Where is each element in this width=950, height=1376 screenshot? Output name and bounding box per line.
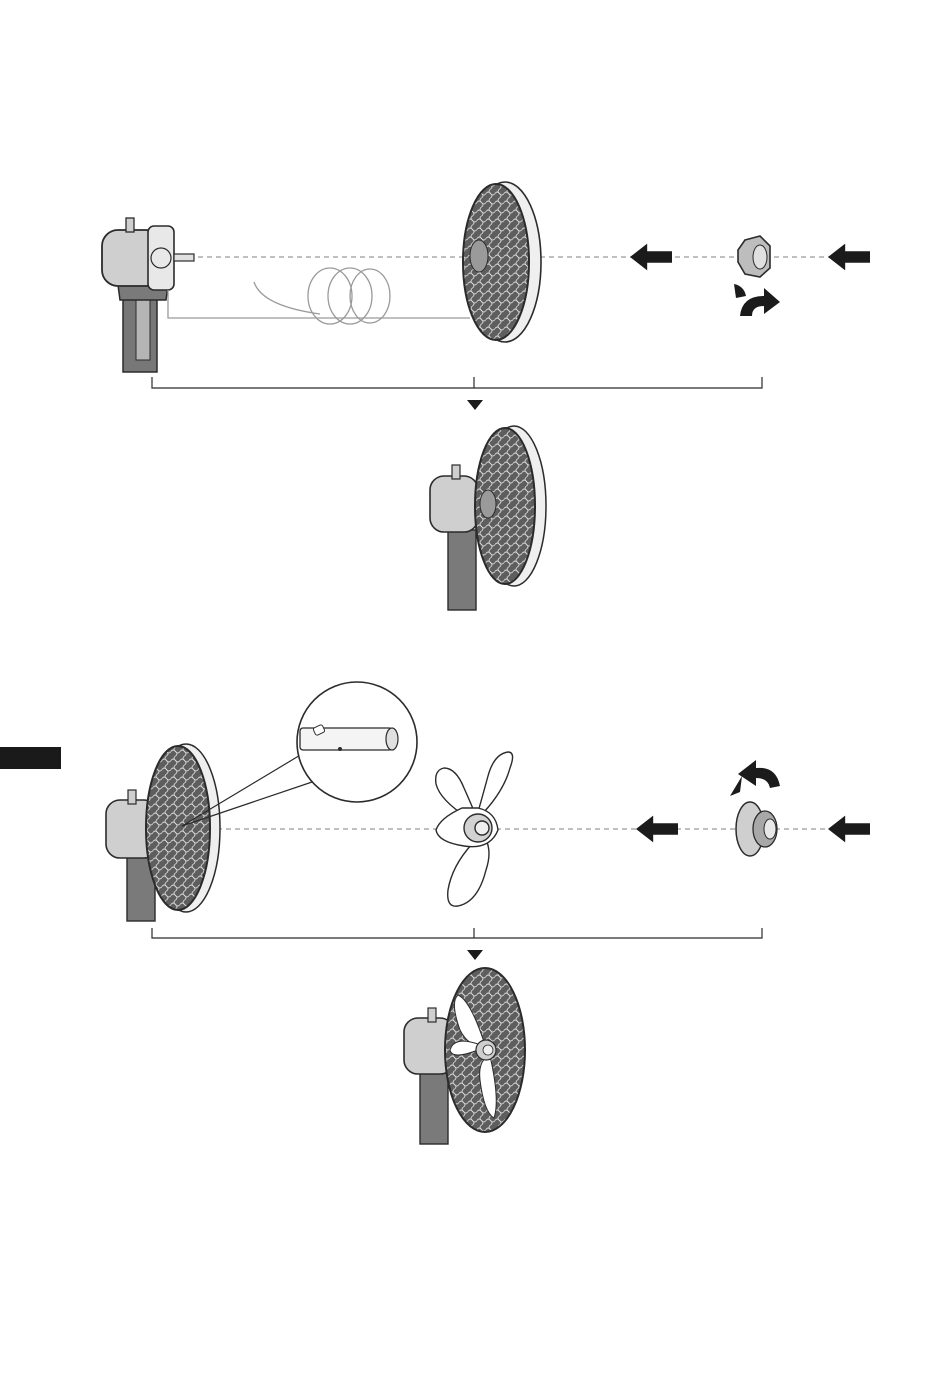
counterclockwise-rotate-icon <box>730 760 780 796</box>
push-arrow-icon <box>636 816 678 843</box>
motor-housing <box>102 218 194 372</box>
step-bracket <box>152 928 762 938</box>
result-assembled-fan <box>404 968 525 1144</box>
down-triangle-icon <box>467 400 483 410</box>
step-bracket <box>152 377 762 388</box>
clockwise-rotate-icon <box>734 284 780 316</box>
mounting-ring <box>168 268 470 324</box>
step-2-attach-blade <box>106 682 870 1144</box>
push-arrow-icon <box>828 244 870 271</box>
rear-grille <box>463 182 541 342</box>
push-arrow-icon <box>828 816 870 843</box>
assembled-rear-grille <box>106 744 220 921</box>
grille-nut <box>738 236 770 277</box>
push-arrow-icon <box>630 244 672 271</box>
down-triangle-icon <box>467 950 483 960</box>
step-1-attach-rear-grille <box>102 182 870 610</box>
spinner-cap <box>736 802 777 856</box>
shaft-detail <box>182 682 417 826</box>
result-assembled-rear-grille <box>430 426 546 610</box>
fan-blade <box>436 752 513 906</box>
